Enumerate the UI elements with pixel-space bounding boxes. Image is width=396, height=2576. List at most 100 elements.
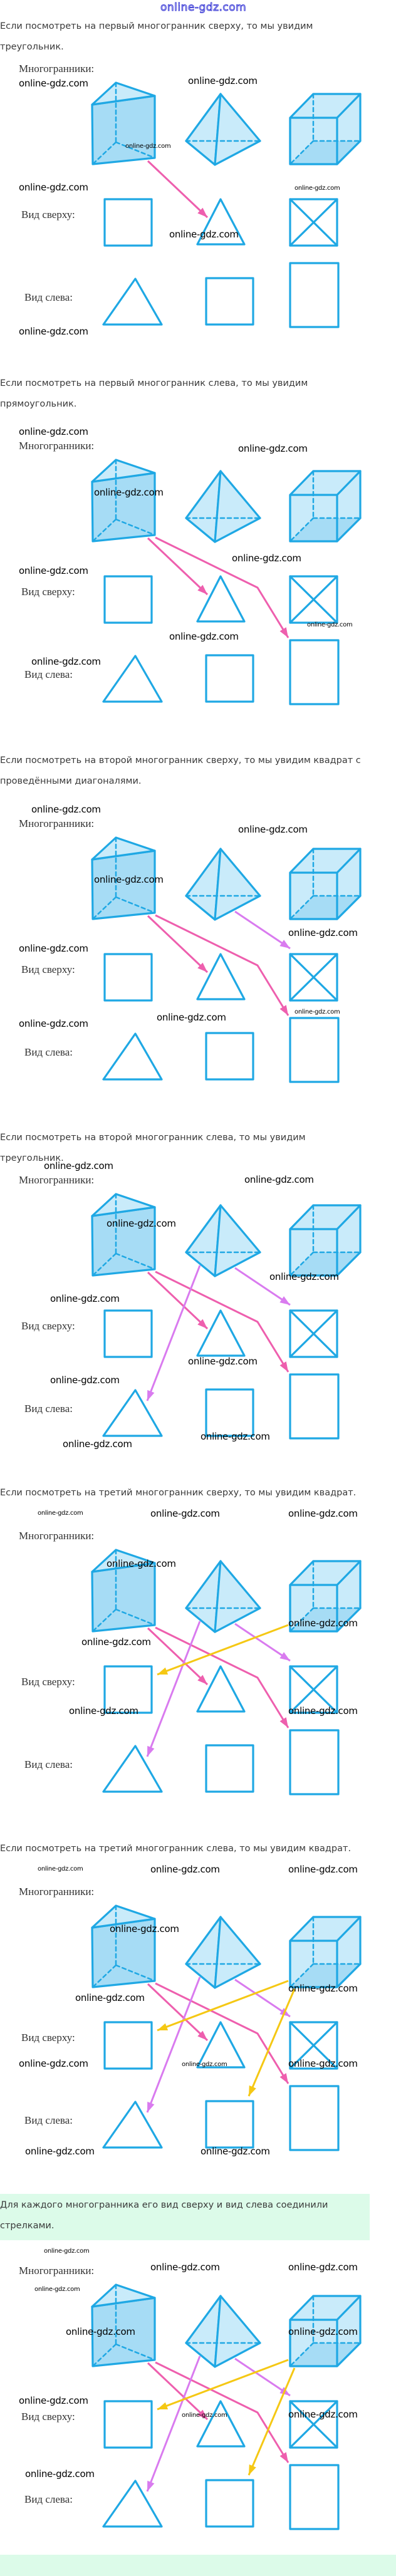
left-view-label: Вид слева: (24, 2114, 73, 2126)
arrowhead-icon (197, 584, 207, 595)
watermark-text: online-gdz.com (288, 2409, 358, 2420)
arrowhead-icon (279, 940, 290, 948)
edge (91, 1252, 117, 1277)
pyramid (185, 848, 261, 921)
left-view-triangle (102, 1032, 163, 1081)
arrow-cube-top (157, 1980, 289, 2032)
prism-top-face (91, 1193, 156, 1217)
bottom-highlight-bar (0, 2555, 396, 2576)
left-view-triangle (102, 2101, 163, 2149)
polyhedra-label: Многогранники: (19, 818, 95, 829)
watermark-text: online-gdz.com (201, 1431, 270, 1442)
edge (91, 896, 117, 920)
site-logo[interactable]: online-gdz.com (160, 1, 247, 14)
arrow-pyramid-top (234, 910, 291, 950)
watermark-text: online-gdz.com (288, 1705, 358, 1716)
triangular-prism (91, 459, 156, 543)
arrowhead-icon (197, 1319, 207, 1329)
polyhedra-label: Многогранники: (19, 2265, 95, 2277)
arrow-prism-top (147, 915, 209, 974)
left-view-square (205, 654, 254, 703)
pyramid-face-right (214, 1204, 261, 1277)
arrowhead-icon (197, 962, 207, 972)
edge (336, 140, 362, 165)
left-view-rectangle (289, 1729, 340, 1795)
views-diagram: Многогранники: Вид сверху: Вид слева: onlin… (0, 1864, 396, 2161)
left-view-rectangle (289, 2085, 340, 2151)
edge (289, 953, 338, 1002)
diagram-canvas (91, 1549, 362, 1795)
views-diagram: Многогранники:Вид сверху:Вид слева:onlin… (0, 2248, 396, 2540)
pyramid (185, 470, 261, 543)
left-view-square (205, 277, 254, 326)
watermark-text: online-gdz.com (182, 2412, 227, 2419)
watermark-text: online-gdz.com (44, 2248, 90, 2255)
edge (336, 93, 362, 119)
watermark-text: online-gdz.com (19, 2395, 88, 2406)
arrow-prism-top (147, 1983, 209, 2042)
edge (115, 2343, 156, 2361)
watermark-text: online-gdz.com (232, 553, 301, 564)
watermark-text: online-gdz.com (25, 2468, 95, 2480)
watermark-text: online-gdz.com (307, 621, 353, 628)
edge (336, 2342, 362, 2367)
arrow-prism-top (147, 537, 209, 596)
left-view-square (205, 1032, 254, 1081)
watermark-text: online-gdz.com (19, 78, 88, 89)
watermark-text: online-gdz.com (19, 426, 88, 437)
polyhedra-label: Многогранники: (19, 1886, 95, 1898)
top-view-triangle (196, 2021, 246, 2069)
edge (336, 1916, 362, 1942)
arrowhead-icon (157, 1667, 169, 1675)
watermark-text: online-gdz.com (38, 1510, 83, 1517)
prism-top-face (91, 2283, 156, 2308)
watermark-text: online-gdz.com (288, 927, 358, 938)
top-view-crossed-square (289, 1665, 338, 1714)
top-view-triangle (196, 1665, 246, 1713)
left-view-rectangle (289, 639, 340, 705)
top-view-label: Вид сверху: (21, 2032, 75, 2044)
cube (289, 1916, 362, 1988)
watermark-text: online-gdz.com (150, 1864, 220, 1875)
watermark-text: online-gdz.com (150, 1508, 220, 1519)
edge (336, 1204, 362, 1230)
conclusion-text: Для каждого многогранника его вид сверху… (0, 2194, 370, 2240)
arrow-prism-left (155, 1626, 289, 1728)
arrowhead-icon (279, 2073, 288, 2084)
edge (115, 1252, 156, 1270)
triangular-prism (91, 836, 156, 920)
diagram-canvas (91, 81, 362, 328)
pyramid (185, 1916, 261, 1989)
arrow-prism-top (147, 1271, 209, 1330)
arrow-pyramid-left (146, 1976, 201, 2113)
prism-top-face (91, 836, 156, 861)
top-view-crossed-square (289, 1309, 338, 1358)
edge (289, 2400, 338, 2449)
left-view-rectangle (289, 262, 340, 328)
edge (289, 895, 315, 920)
arrowhead-icon (147, 1389, 155, 1401)
watermark-text: online-gdz.com (107, 1218, 176, 1229)
top-view-triangle (196, 953, 246, 1000)
edge (336, 895, 362, 920)
explanation-text: Если посмотреть на первый многогранник с… (0, 21, 313, 52)
arrow-prism-left (155, 536, 289, 638)
edge (115, 896, 156, 914)
edge (289, 2021, 338, 2070)
left-view-triangle (102, 1745, 163, 1793)
top-view-label: Вид сверху: (21, 209, 75, 221)
watermark-text: online-gdz.com (107, 1558, 176, 1569)
arrowhead-icon (157, 2402, 169, 2409)
top-view-square (103, 1665, 153, 1714)
watermark-text: online-gdz.com (110, 1923, 179, 1935)
top-view-square (103, 2021, 153, 2070)
arrowhead-icon (279, 2452, 288, 2463)
edge (336, 470, 362, 496)
watermark-text: online-gdz.com (188, 1356, 258, 1367)
edge (336, 848, 362, 874)
watermark-text: online-gdz.com (25, 2146, 95, 2157)
arrow-cube-top (157, 1624, 289, 1676)
top-view-triangle (196, 2400, 246, 2448)
views-diagram: Многогранники:Вид сверху:Вид слева:onlin… (0, 1160, 396, 1450)
arrowhead-icon (249, 2464, 256, 2475)
